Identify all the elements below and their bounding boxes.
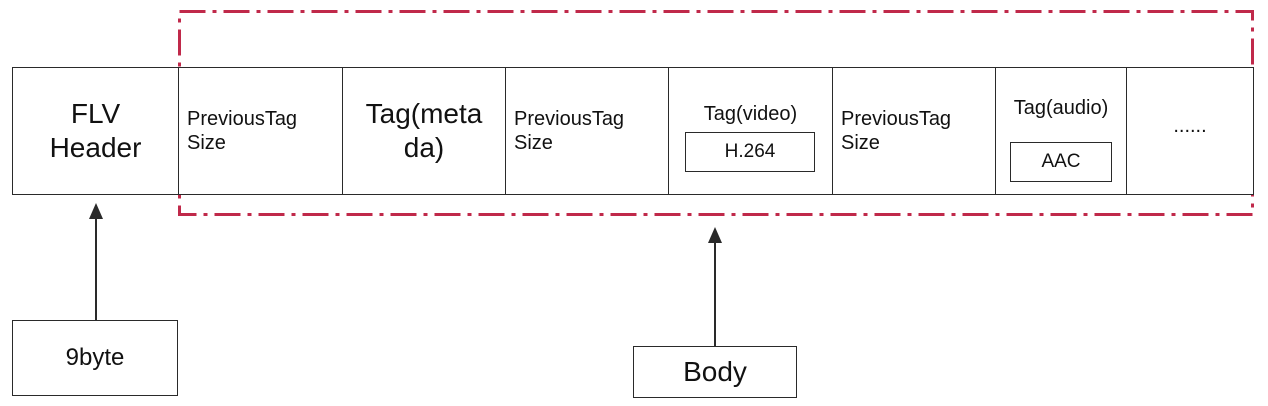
body-region-outline [178, 10, 1254, 216]
previous-tag-size-cell-3: PreviousTag Size [832, 67, 995, 195]
continuation-cell: ...... [1126, 67, 1254, 195]
body-arrow [708, 227, 722, 346]
header-arrow [89, 203, 103, 320]
previous-tag-size-1-line-2: Size [187, 132, 226, 154]
previous-tag-size-cell-1: PreviousTag Size [178, 67, 342, 195]
flv-header-cell: FLV Header [12, 67, 178, 195]
tag-audio-label: Tag(audio) [1013, 97, 1109, 119]
previous-tag-size-1-line-1: PreviousTag [187, 108, 298, 130]
tag-video-cell: Tag(video) H.264 [668, 67, 832, 195]
tag-video-label: Tag(video) [703, 103, 798, 125]
aac-label: AAC [1041, 151, 1081, 172]
flv-header-line-1: FLV [70, 98, 121, 129]
tag-metadata-cell: Tag(meta da) [342, 67, 505, 195]
previous-tag-size-3-line-2: Size [841, 132, 880, 154]
tag-audio-cell: Tag(audio) AAC [995, 67, 1126, 195]
header-size-label: 9byte [65, 344, 125, 371]
ellipsis-label: ...... [1173, 115, 1207, 137]
h264-box: H.264 [685, 132, 815, 172]
previous-tag-size-2-line-2: Size [514, 132, 553, 154]
tag-metadata-line-2: da) [403, 132, 445, 163]
body-label-box: Body [633, 346, 797, 398]
h264-label: H.264 [724, 141, 776, 162]
previous-tag-size-2-line-1: PreviousTag [514, 108, 625, 130]
previous-tag-size-3-line-1: PreviousTag [841, 108, 952, 130]
body-label: Body [683, 356, 747, 387]
header-size-label-box: 9byte [12, 320, 178, 396]
aac-box: AAC [1010, 142, 1112, 182]
flv-header-line-2: Header [49, 132, 142, 163]
previous-tag-size-cell-2: PreviousTag Size [505, 67, 668, 195]
tag-metadata-line-1: Tag(meta [365, 98, 483, 129]
